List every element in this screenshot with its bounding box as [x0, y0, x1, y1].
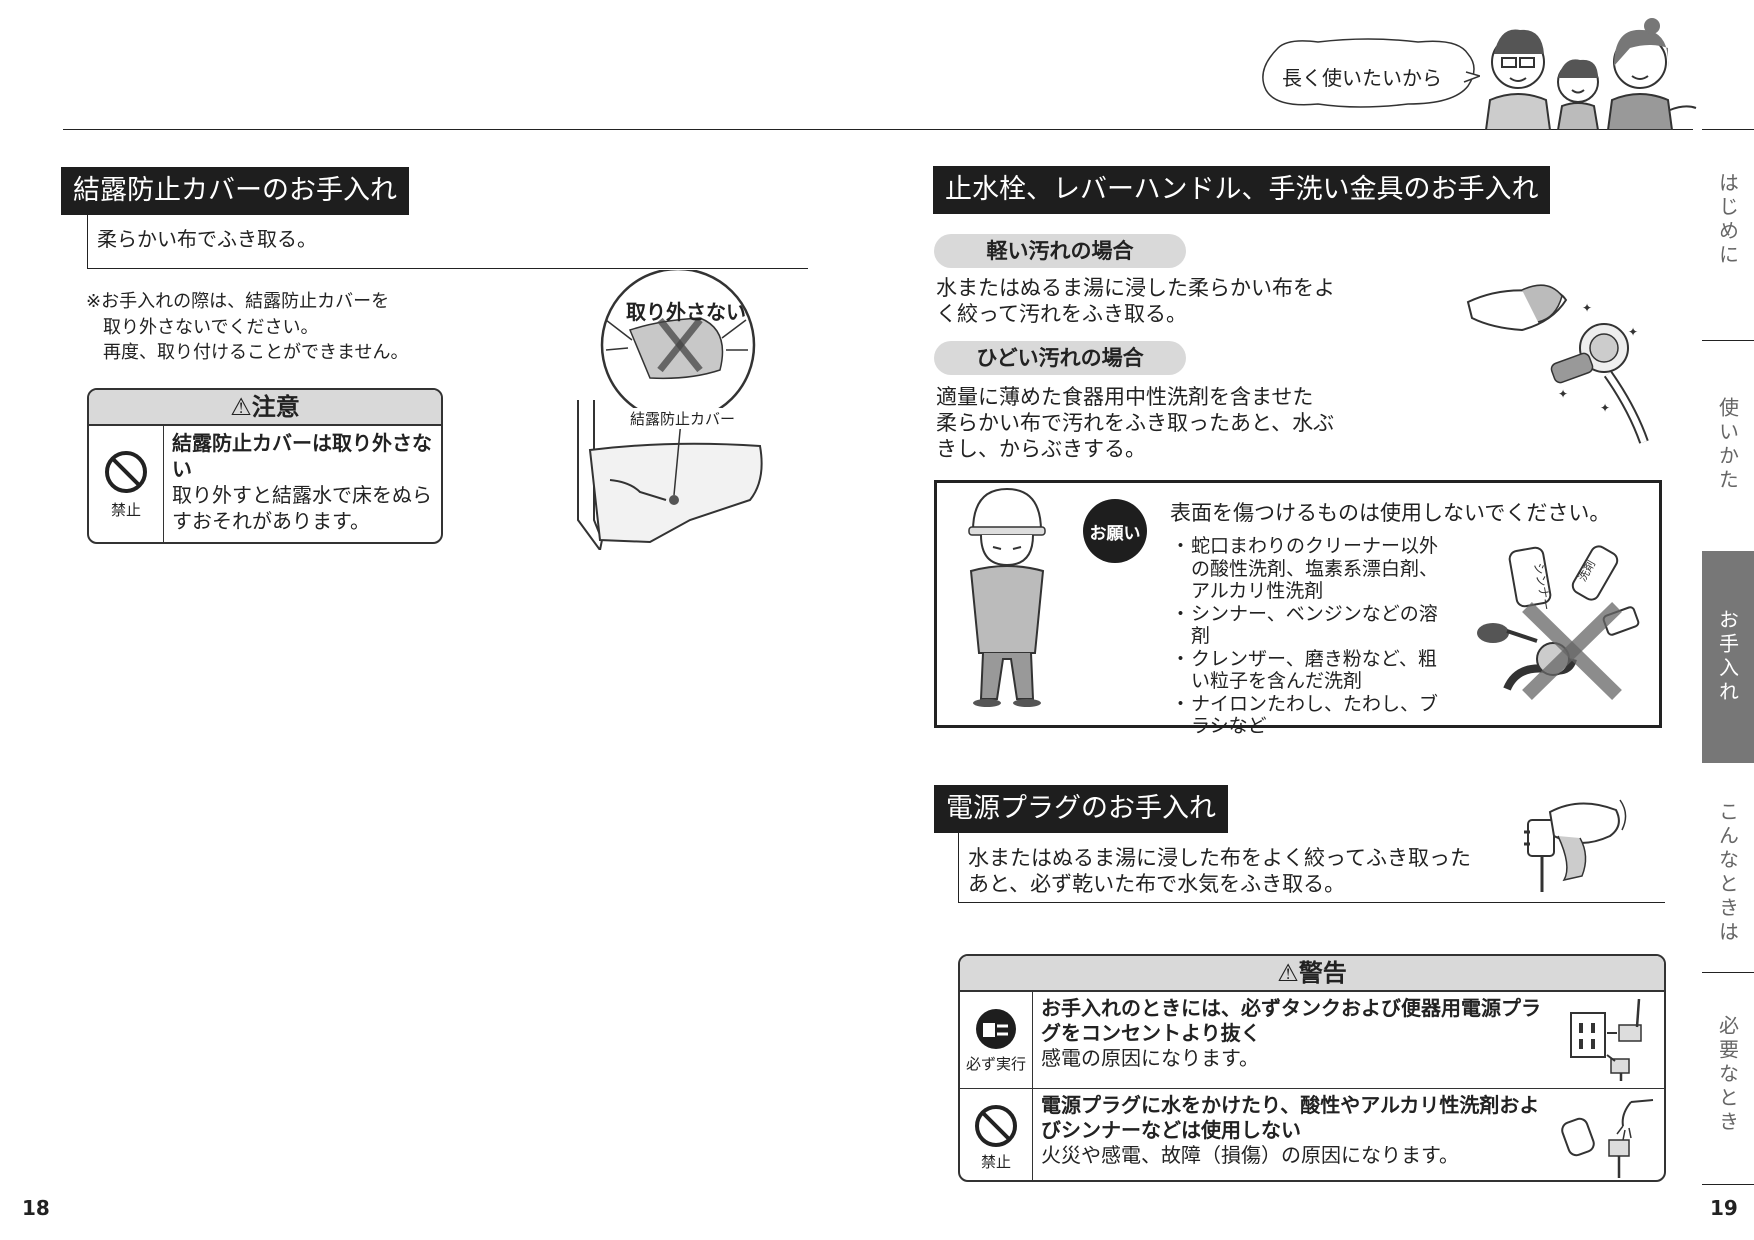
- side-tab-divider: [1702, 129, 1754, 130]
- warning-row2-text: 火災や感電、故障（損傷）の原因になります。: [1041, 1143, 1459, 1167]
- request-list: 蛇口まわりのクリーナー以外の酸性洗剤、塩素系漂白剤、アルカリ性洗剤 シンナー、ベ…: [1171, 535, 1449, 738]
- toilet-cover-illustration: 取り外さない 結露防止カバー: [570, 267, 770, 553]
- request-badge: お願い: [1083, 499, 1147, 563]
- plug-section-body-box: [958, 832, 1665, 903]
- prohibited-icon: [105, 450, 147, 493]
- speech-bubble-shape: [1262, 38, 1483, 108]
- request-badge-label: お願い: [1089, 523, 1141, 544]
- side-tab-divider: [1702, 340, 1754, 341]
- prohibited-cell: 禁止: [89, 426, 164, 542]
- warning-row1-picture: [1554, 992, 1664, 1088]
- side-tab-oteire[interactable]: お手入れ: [1702, 551, 1754, 763]
- illus-label-top: 取り外さない: [626, 300, 746, 324]
- light-dirt-title: 軽い汚れの場合: [934, 234, 1186, 268]
- toilet-cover-icon: [577, 267, 763, 553]
- cover-note-line2: 取り外さないでください。: [103, 317, 319, 338]
- svg-text:✦: ✦: [1628, 325, 1638, 339]
- mandatory-cell: 必ず実行: [960, 992, 1033, 1088]
- warning-row1-bold: お手入れのときには、必ずタンクおよび便器用電源プラグをコンセントより抜く: [1041, 996, 1541, 1045]
- warning-row2-bold: 電源プラグに水をかけたり、酸性やアルカリ性洗剤およびシンナーなどは使用しない: [1041, 1093, 1540, 1142]
- speech-text: 長く使いたいから: [1282, 66, 1442, 90]
- prohibited-cleaners-icon: シンナー 洗剤: [1477, 545, 1640, 701]
- cover-section-body-box: [87, 215, 808, 269]
- heavy-dirt-line3: きし、からぶきする。: [936, 437, 1146, 461]
- caution-head: ⚠注意: [89, 390, 441, 426]
- plug-section-line2: あと、必ず乾いた布で水気をふき取る。: [968, 872, 1346, 896]
- side-tab-tsukaikata[interactable]: 使いかた: [1715, 397, 1740, 493]
- plug-wipe-icon: [1524, 799, 1627, 892]
- warning-row1-text: 感電の原因になります。: [1041, 1046, 1259, 1070]
- side-tab-hajimeni[interactable]: はじめに: [1715, 172, 1740, 268]
- caution-box: ⚠注意 禁止 結露防止カバーは取り外さない 取り外すと結露水で床をぬらすおそれが…: [87, 388, 443, 544]
- list-item: ナイロンたわし、たわし、ブラシなど: [1171, 693, 1449, 738]
- faucet-wipe-illustration: ✦ ✦ ✦ ✦: [1462, 278, 1662, 446]
- plug-section-title: 電源プラグのお手入れ: [934, 785, 1228, 833]
- cover-section-body: 柔らかい布でふき取る。: [97, 227, 317, 251]
- page-number-left: 18: [22, 1196, 50, 1220]
- plug-wipe-illustration: [1520, 796, 1630, 892]
- warning-box: ⚠警告 必ず実行 お手入れのときには、必ずタンクおよび便器用電源プラグをコンセン…: [958, 954, 1666, 1182]
- prohibited-label: 禁止: [110, 500, 141, 519]
- prohibited-icon: [975, 1104, 1017, 1147]
- page-number-right: 19: [1710, 1196, 1738, 1220]
- svg-text:✦: ✦: [1558, 387, 1568, 401]
- cover-section-title: 結露防止カバーのお手入れ: [61, 167, 409, 215]
- header-rule: [63, 129, 1693, 130]
- faucet-wipe-icon: ✦ ✦ ✦ ✦: [1466, 284, 1649, 444]
- illus-label-part: 結露防止カバー: [628, 408, 738, 429]
- request-box: お願い 表面を傷つけるものは使用しないでください。 蛇口まわりのクリーナー以外の…: [934, 480, 1662, 737]
- speech-bubble: 長く使いたいから: [1258, 38, 1483, 112]
- warning-row: 禁止 電源プラグに水をかけたり、酸性やアルカリ性洗剤およびシンナーなどは使用しな…: [960, 1089, 1664, 1180]
- list-item: 蛇口まわりのクリーナー以外の酸性洗剤、塩素系漂白剤、アルカリ性洗剤: [1171, 535, 1449, 603]
- heavy-dirt-line1: 適量に薄めた食器用中性洗剤を含ませた: [936, 385, 1314, 409]
- plug-water-spray-icon: [1561, 1099, 1654, 1178]
- heavy-dirt-title: ひどい汚れの場合: [934, 341, 1186, 375]
- outlet-unplug-icon: [1570, 999, 1642, 1081]
- unplug-mandatory-icon: [976, 1008, 1016, 1049]
- request-headline: 表面を傷つけるものは使用しないでください。: [1170, 501, 1611, 525]
- mandatory-label: 必ず実行: [965, 1054, 1026, 1073]
- warning-row2-picture: [1554, 1089, 1664, 1180]
- side-tab-konnatokiwa[interactable]: こんなときは: [1715, 800, 1740, 945]
- cover-note-line1: ※お手入れの際は、結露防止カバーを: [86, 291, 390, 312]
- side-tab-divider: [1702, 1184, 1754, 1185]
- worker-bowing-icon: [968, 487, 1046, 707]
- heavy-dirt-line2: 柔らかい布で汚れをふき取ったあと、水ぶ: [936, 411, 1335, 435]
- light-dirt-line1: 水またはぬるま湯に浸した柔らかい布をよ: [936, 276, 1335, 300]
- side-tab-divider: [1702, 972, 1754, 973]
- svg-text:✦: ✦: [1582, 301, 1592, 315]
- list-item: シンナー、ベンジンなどの溶剤: [1171, 603, 1449, 648]
- cover-note-line3: 再度、取り付けることができません。: [103, 342, 409, 363]
- family-illustration: [1480, 18, 1700, 131]
- faucet-section-title: 止水栓、レバーハンドル、手洗い金具のお手入れ: [933, 166, 1551, 214]
- prohibited-cell: 禁止: [960, 1089, 1033, 1180]
- light-dirt-line2: く絞って汚れをふき取る。: [936, 302, 1187, 326]
- warning-head: ⚠警告: [960, 956, 1664, 992]
- caution-bold: 結露防止カバーは取り外さない: [172, 431, 432, 481]
- side-tab-hitsuyounatoki[interactable]: 必要なとき: [1715, 1015, 1740, 1135]
- list-item: クレンザー、磨き粉など、粗い粒子を含んだ洗剤: [1171, 648, 1449, 693]
- prohibited-label: 禁止: [980, 1152, 1011, 1171]
- svg-text:✦: ✦: [1600, 401, 1610, 415]
- plug-section-line1: 水またはぬるま湯に浸した布をよく絞ってふき取った: [968, 846, 1471, 870]
- caution-text: 取り外すと結露水で床をぬらすおそれがあります。: [172, 483, 432, 533]
- warning-row: 必ず実行 お手入れのときには、必ずタンクおよび便器用電源プラグをコンセントより抜…: [960, 992, 1664, 1089]
- family-icon: [1484, 18, 1697, 131]
